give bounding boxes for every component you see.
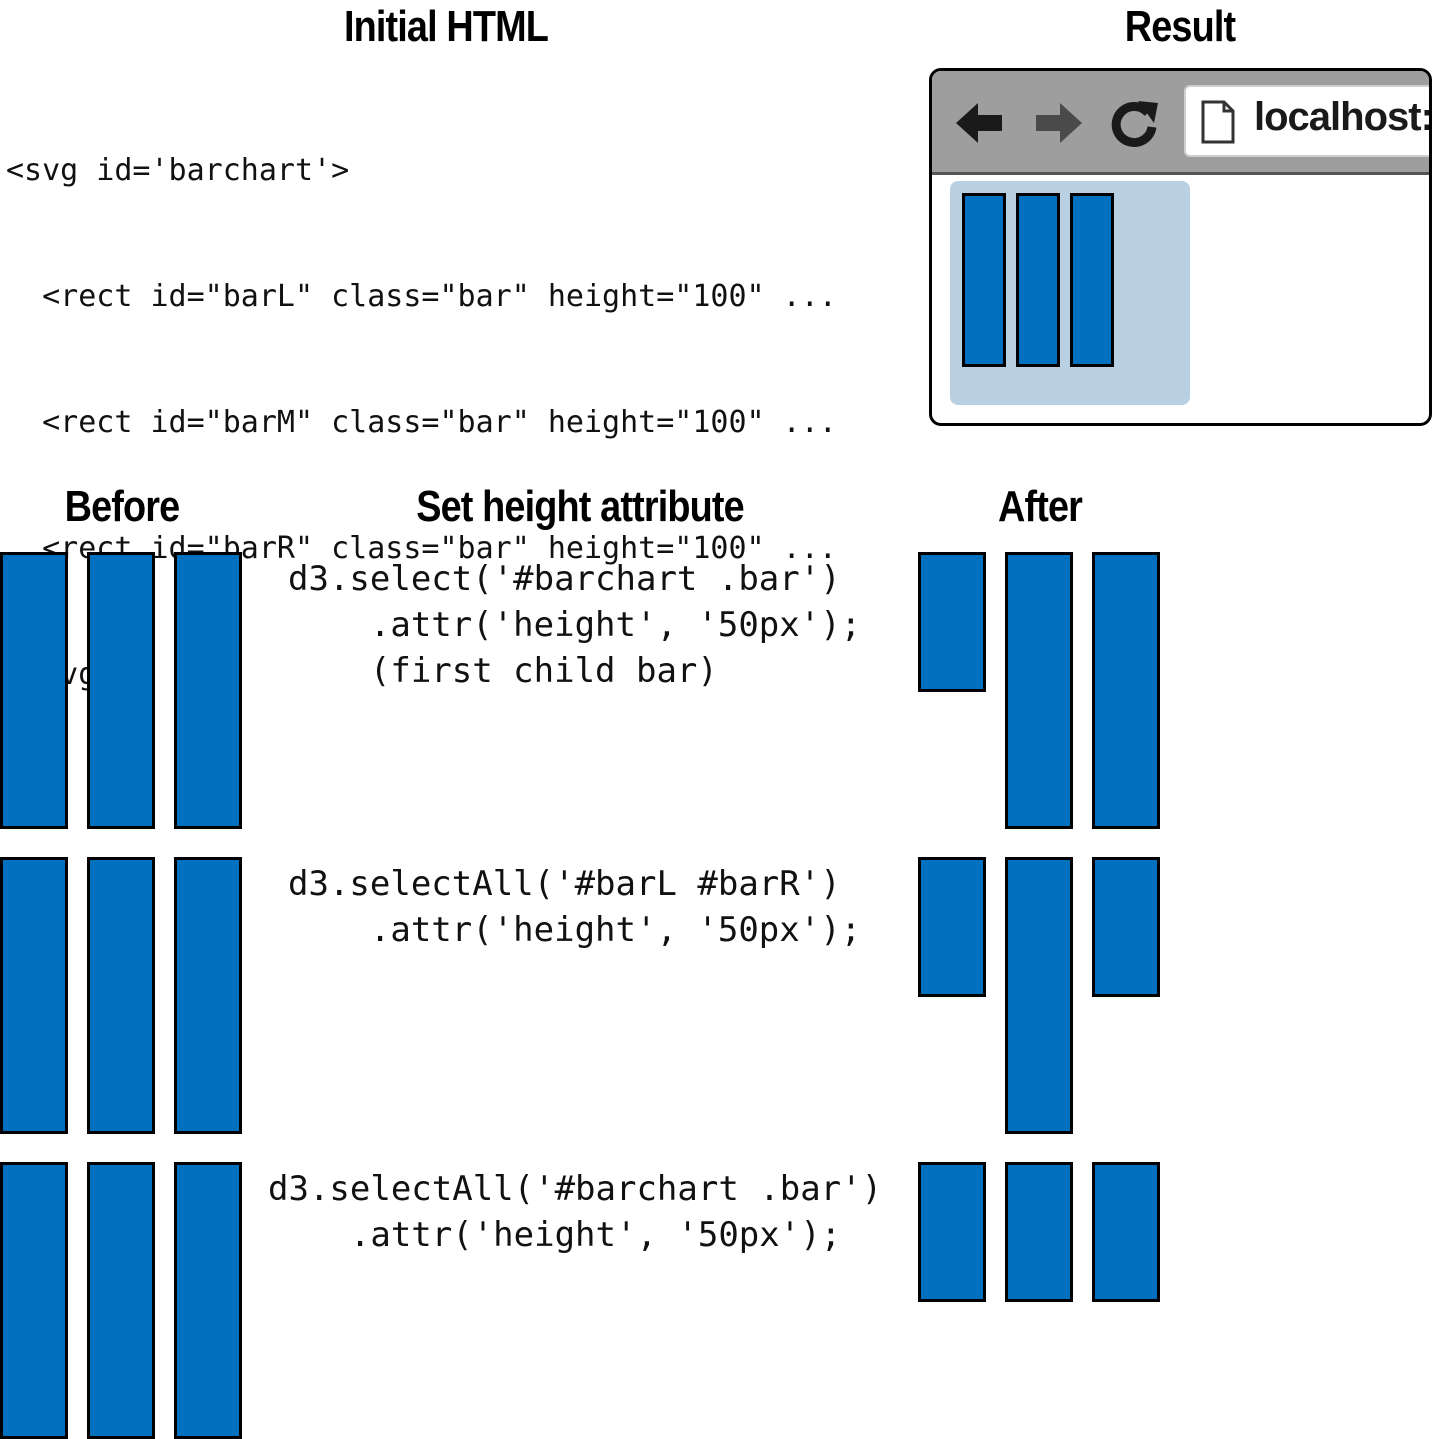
code-line: .attr('height', '50px');: [268, 1215, 842, 1255]
before-bar: [87, 1162, 155, 1439]
reload-icon[interactable]: [1104, 93, 1164, 153]
address-text: localhost:: [1254, 95, 1432, 139]
after-bar: [918, 1162, 986, 1302]
before-bar: [87, 857, 155, 1134]
code-line: (first child bar): [288, 651, 718, 691]
result-bar-m: [1016, 193, 1060, 367]
before-bar: [174, 1162, 242, 1439]
heading-before: Before: [64, 482, 181, 531]
page-icon: [1201, 100, 1235, 144]
d3-code-snippet: d3.selectAll('#barL #barR') .attr('heigh…: [288, 861, 861, 953]
after-bar: [918, 552, 986, 692]
result-bar-r: [1070, 193, 1114, 367]
address-bar[interactable]: localhost:: [1184, 85, 1432, 157]
heading-set-height: Set height attribute: [416, 482, 744, 531]
result-bar-l: [962, 193, 1006, 367]
code-line: <svg id='barchart'>: [6, 153, 350, 188]
before-bar: [87, 552, 155, 829]
browser-window: localhost:: [929, 68, 1432, 426]
after-bar: [918, 857, 986, 997]
after-bar: [1005, 857, 1073, 1134]
d3-code-snippet: d3.select('#barchart .bar') .attr('heigh…: [288, 556, 861, 694]
after-bar: [1092, 1162, 1160, 1302]
before-bar: [0, 857, 68, 1134]
heading-after: After: [997, 482, 1083, 531]
browser-toolbar: localhost:: [932, 71, 1429, 175]
code-line: <rect id="barL" class="bar" height="100"…: [6, 279, 837, 314]
forward-arrow-icon[interactable]: [1028, 93, 1088, 153]
before-bar: [174, 552, 242, 829]
heading-initial-html: Initial HTML: [343, 2, 549, 51]
after-bar: [1092, 552, 1160, 829]
before-bar: [0, 552, 68, 829]
back-arrow-icon[interactable]: [950, 93, 1010, 153]
after-bar: [1005, 1162, 1073, 1302]
code-line: d3.select('#barchart .bar'): [288, 559, 841, 599]
code-line: .attr('height', '50px');: [288, 605, 862, 645]
rendered-svg-area: [950, 181, 1190, 405]
code-line: d3.selectAll('#barL #barR'): [288, 864, 841, 904]
before-bar: [0, 1162, 68, 1439]
d3-code-snippet: d3.selectAll('#barchart .bar') .attr('he…: [268, 1166, 882, 1258]
after-bar: [1005, 552, 1073, 829]
after-bar: [1092, 857, 1160, 997]
code-line: d3.selectAll('#barchart .bar'): [268, 1169, 883, 1209]
before-bar: [174, 857, 242, 1134]
code-line: <rect id="barM" class="bar" height="100"…: [6, 405, 837, 440]
code-line: .attr('height', '50px');: [288, 910, 862, 950]
heading-result: Result: [1124, 2, 1236, 51]
